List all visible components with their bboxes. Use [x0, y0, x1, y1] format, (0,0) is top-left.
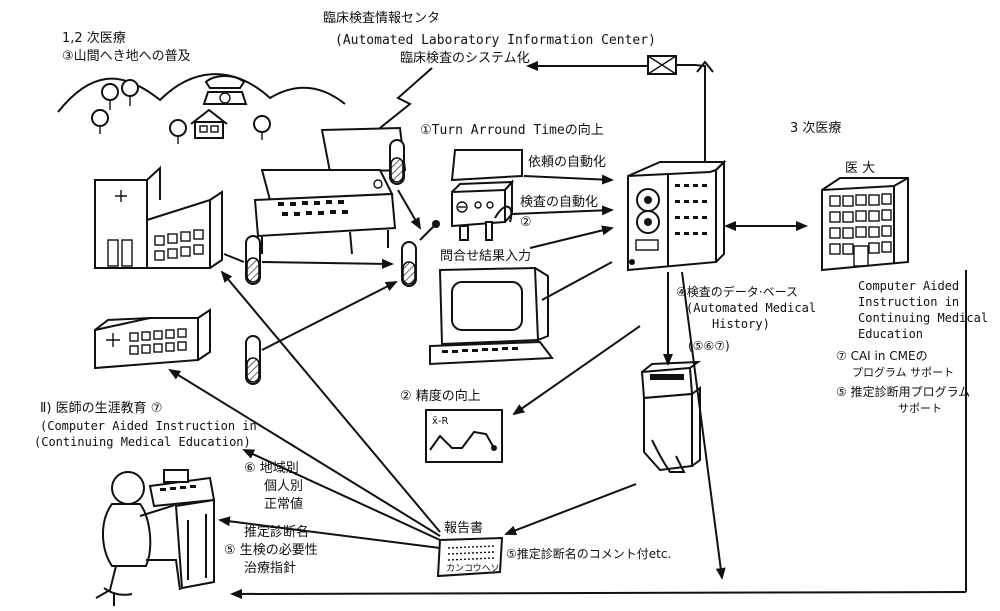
lifelong-edu-label: Ⅱ) 医師の生涯教育 ⑦: [40, 400, 162, 416]
mountains-illustration: [57, 73, 346, 144]
svg-text:Continuing Medical: Continuing Medical: [858, 311, 988, 325]
spread-remote-label: ③山間へき地への普及: [62, 49, 191, 64]
med-univ-label: 医 大: [845, 161, 875, 176]
program-support-label: プログラム サポート: [852, 365, 954, 379]
svg-text:正常値: 正常値: [264, 496, 303, 512]
hospital-building-1: [94, 165, 223, 269]
line-crt-computer: [541, 261, 613, 301]
xr-control-chart: x̄-R: [425, 409, 503, 463]
center-system: 臨床検査のシステム化: [400, 51, 530, 66]
crt-terminal: [429, 266, 554, 366]
normal-values-block: ⑥ 地域別 個人別 正常値: [244, 461, 303, 512]
center-english: (Automated Laboratory Information Center…: [335, 33, 656, 48]
hospital-building-2: [94, 308, 211, 370]
tat-improve-label: ①Turn Arround Timeの向上: [420, 122, 604, 138]
circles-567-label: (⑤⑥⑦): [688, 339, 730, 353]
test-tube-4: [245, 335, 261, 385]
inquiry-input-label: 問合せ結果入力: [440, 249, 531, 264]
tertiary-care-label: 3 次医療: [790, 120, 841, 136]
arrow-report-to-normals: [242, 449, 441, 541]
central-computer: [627, 159, 727, 272]
amh-line-2: History): [712, 317, 770, 331]
svg-text:推定診断名: 推定診断名: [244, 524, 309, 540]
arrow-report-to-hospital1: [220, 270, 441, 533]
arrow-computer-down: [681, 271, 726, 580]
svg-text:Computer Aided: Computer Aided: [858, 279, 959, 293]
database-label: ④検査のデータ·ベース: [676, 284, 798, 299]
request-terminal-box: [450, 149, 523, 182]
circle2-label: ②: [520, 215, 532, 230]
amh-line-1: (Automated Medical: [686, 301, 816, 315]
svg-text:Education: Education: [858, 327, 923, 341]
medical-university-building: [821, 177, 909, 272]
arrow-bottom-return: [230, 588, 967, 599]
house-icon: [190, 108, 228, 139]
center-title: 臨床検査情報センタ: [323, 11, 440, 26]
svg-text:Instruction in: Instruction in: [858, 295, 959, 309]
request-auto-label: 依頼の自動化: [528, 155, 606, 170]
primary-care-label: 1,2 次医療: [62, 30, 126, 46]
report-label: 報告書: [444, 521, 483, 536]
diag-list-block: 推定診断名 ⑤ 生検の必要性 治療指針: [224, 524, 318, 576]
arrow-report-to-hospital2: [168, 368, 441, 537]
line-modem-computer: [676, 64, 706, 162]
cai-paren-1: (Computer Aided Instruction in: [40, 419, 257, 433]
test-auto-label: 検査の自動化: [520, 195, 598, 210]
svg-text:⑤ 生検の必要性: ⑤ 生検の必要性: [224, 543, 318, 558]
cai-english-block: Computer Aided Instruction in Continuing…: [858, 279, 988, 341]
line-printer: [640, 360, 702, 473]
teletype-terminal: [253, 126, 407, 255]
test-tube-3: [245, 235, 261, 285]
svg-text:治療指針: 治療指針: [244, 561, 296, 576]
report-printout-text: カンコウヘソ: [446, 563, 500, 574]
accuracy-label: ② 精度の向上: [400, 388, 481, 404]
analyzer-instrument: [451, 179, 515, 241]
telephone-icon: [202, 75, 248, 105]
xr-label: x̄-R: [432, 416, 449, 427]
diag-support-label: サポート: [898, 402, 942, 415]
cai-cme-label: ⑦ CAI in CMEの: [836, 349, 928, 363]
diag-comment-label: ⑤推定診断名のコメント付etc.: [506, 546, 671, 561]
report-sheet: カンコウヘソ: [436, 536, 504, 578]
test-tube-2: [401, 220, 440, 287]
svg-text:個人別: 個人別: [264, 479, 303, 494]
diag-program-label: ⑤ 推定診断用プログラム: [836, 384, 970, 399]
test-tube-1: [389, 139, 405, 185]
svg-text:⑥ 地域別: ⑥ 地域別: [244, 461, 299, 476]
doctor-at-terminal: [95, 469, 216, 606]
arrow-report-to-doctor: [218, 516, 441, 549]
cai-paren-2: (Continuing Medical Education): [34, 435, 251, 449]
